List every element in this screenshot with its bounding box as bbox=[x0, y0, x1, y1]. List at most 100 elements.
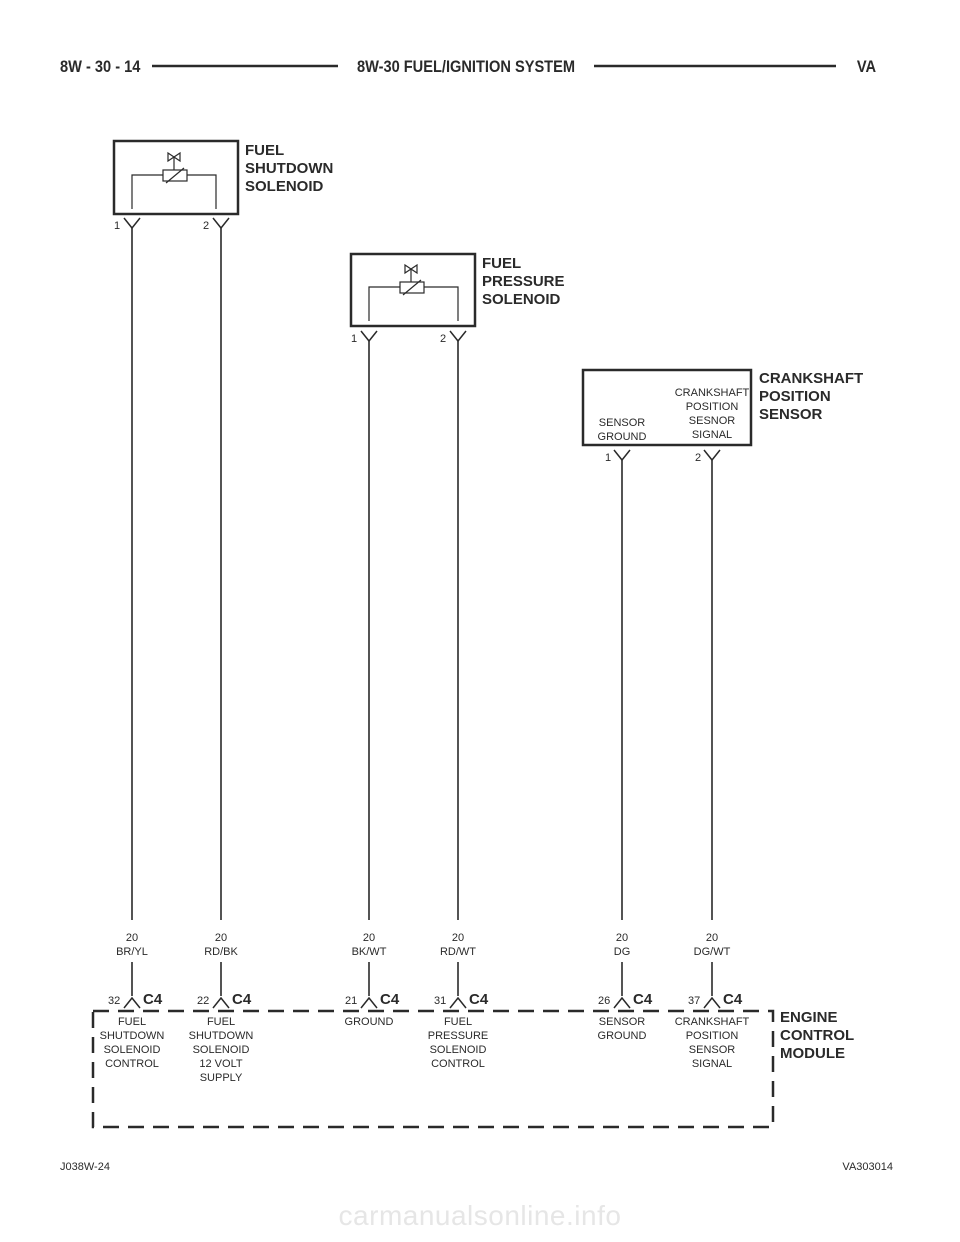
page-number: 8W - 30 - 14 bbox=[60, 58, 141, 76]
ckp-pin-1: 1 bbox=[605, 452, 611, 464]
wire-4-function-3: SOLENOID bbox=[430, 1044, 487, 1056]
wire-3-color: BK/WT bbox=[352, 946, 387, 958]
ckp-pin-2-terminal bbox=[703, 449, 721, 462]
wire-1-ecm-terminal bbox=[123, 996, 141, 1009]
wire-4-gauge: 20 bbox=[452, 932, 464, 944]
wire-6-function-1: CRANKSHAFT bbox=[675, 1016, 750, 1028]
footer-left-code: J038W-24 bbox=[60, 1161, 110, 1173]
page-footer: J038W-24 VA303014 bbox=[60, 1161, 893, 1173]
ecm-label-1: ENGINE bbox=[780, 1009, 838, 1026]
crankshaft-position-sensor-body bbox=[581, 368, 753, 447]
fps-pin-1-terminal bbox=[360, 330, 378, 343]
fss-pin-1: 1 bbox=[114, 220, 120, 232]
ckp-pin-2: 2 bbox=[695, 452, 701, 464]
engine-control-module: ENGINE CONTROL MODULE bbox=[91, 1009, 854, 1129]
watermark-text: carmanualsonline.info bbox=[338, 1200, 622, 1231]
fuel-shutdown-solenoid-body bbox=[112, 139, 240, 216]
wire-2-function-4: 12 VOLT bbox=[199, 1058, 242, 1070]
wire-1-ecm-pin: 32 bbox=[108, 995, 120, 1007]
solenoid-valve-icon bbox=[131, 151, 217, 209]
wire-circuit-3: 20 BK/WT 21 C4 GROUND bbox=[345, 932, 400, 1028]
wire-circuit-4: 20 RD/WT 31 C4 FUEL PRESSURE SOLENOID CO… bbox=[428, 932, 489, 1070]
ckp-internal-right-2: POSITION bbox=[686, 401, 739, 413]
ecm-label-3: MODULE bbox=[780, 1045, 845, 1062]
wire-1-function-1: FUEL bbox=[118, 1016, 146, 1028]
wire-4-ecm-pin: 31 bbox=[434, 995, 446, 1007]
fuel-shutdown-solenoid: FUEL SHUTDOWN SOLENOID 1 2 bbox=[112, 139, 333, 232]
fuel-pressure-solenoid: FUEL PRESSURE SOLENOID 1 2 bbox=[349, 252, 565, 345]
ecm-label-2: CONTROL bbox=[780, 1027, 854, 1044]
model-code: VA bbox=[857, 58, 877, 76]
ckp-internal-right-4: SIGNAL bbox=[692, 429, 732, 441]
wire-2-color: RD/BK bbox=[204, 946, 238, 958]
crankshaft-position-sensor-label-3: SENSOR bbox=[759, 406, 823, 423]
wire-5-ecm-pin: 26 bbox=[598, 995, 610, 1007]
ckp-internal-left-2: GROUND bbox=[598, 431, 647, 443]
wire-2-function-2: SHUTDOWN bbox=[189, 1030, 254, 1042]
wire-3-connector: C4 bbox=[380, 991, 400, 1008]
wire-4-function-2: PRESSURE bbox=[428, 1030, 489, 1042]
wire-6-gauge: 20 bbox=[706, 932, 718, 944]
crankshaft-position-sensor-label-1: CRANKSHAFT bbox=[759, 370, 863, 387]
wire-6-ecm-terminal bbox=[703, 996, 721, 1009]
fss-pin-2: 2 bbox=[203, 220, 209, 232]
wire-3-function-1: GROUND bbox=[345, 1016, 394, 1028]
wire-2-function-3: SOLENOID bbox=[193, 1044, 250, 1056]
wire-5-function-2: GROUND bbox=[598, 1030, 647, 1042]
wire-circuit-6: 20 DG/WT 37 C4 CRANKSHAFT POSITION SENSO… bbox=[675, 932, 750, 1070]
wire-2-gauge: 20 bbox=[215, 932, 227, 944]
fss-pin-1-terminal bbox=[123, 217, 141, 230]
wire-1-function-4: CONTROL bbox=[105, 1058, 159, 1070]
fps-pin-1: 1 bbox=[351, 333, 357, 345]
wire-5-connector: C4 bbox=[633, 991, 653, 1008]
wire-6-function-2: POSITION bbox=[686, 1030, 739, 1042]
wire-1-function-2: SHUTDOWN bbox=[100, 1030, 165, 1042]
fuel-shutdown-solenoid-label-2: SHUTDOWN bbox=[245, 160, 333, 177]
wire-3-gauge: 20 bbox=[363, 932, 375, 944]
crankshaft-position-sensor: SENSOR GROUND CRANKSHAFT POSITION SESNOR… bbox=[581, 368, 863, 464]
wire-circuit-5: 20 DG 26 C4 SENSOR GROUND bbox=[598, 932, 653, 1042]
wire-2-ecm-terminal bbox=[212, 996, 230, 1009]
wire-1-color: BR/YL bbox=[116, 946, 148, 958]
wire-3-ecm-terminal bbox=[360, 996, 378, 1009]
fss-pin-2-terminal bbox=[212, 217, 230, 230]
fuel-shutdown-solenoid-label-3: SOLENOID bbox=[245, 178, 324, 195]
fuel-pressure-solenoid-label-2: PRESSURE bbox=[482, 273, 565, 290]
ckp-pin-1-terminal bbox=[613, 449, 631, 462]
wire-2-ecm-pin: 22 bbox=[197, 995, 209, 1007]
wire-4-function-1: FUEL bbox=[444, 1016, 472, 1028]
ckp-internal-right-1: CRANKSHAFT bbox=[675, 387, 750, 399]
wire-5-ecm-terminal bbox=[613, 996, 631, 1009]
wire-1-function-3: SOLENOID bbox=[104, 1044, 161, 1056]
wire-runs bbox=[131, 228, 713, 920]
fps-pin-2-terminal bbox=[449, 330, 467, 343]
wire-6-function-3: SENSOR bbox=[689, 1044, 736, 1056]
wire-5-gauge: 20 bbox=[616, 932, 628, 944]
wire-5-function-1: SENSOR bbox=[599, 1016, 646, 1028]
fps-pin-2: 2 bbox=[440, 333, 446, 345]
wire-circuit-1: 20 BR/YL 32 C4 FUEL SHUTDOWN SOLENOID CO… bbox=[100, 932, 165, 1070]
footer-right-code: VA303014 bbox=[842, 1161, 893, 1173]
wire-2-connector: C4 bbox=[232, 991, 252, 1008]
wire-6-connector: C4 bbox=[723, 991, 743, 1008]
wire-4-connector: C4 bbox=[469, 991, 489, 1008]
solenoid-valve-icon bbox=[368, 263, 459, 321]
wire-6-function-4: SIGNAL bbox=[692, 1058, 732, 1070]
ecm-dashed-boundary bbox=[91, 1009, 775, 1129]
wire-4-function-4: CONTROL bbox=[431, 1058, 485, 1070]
fuel-pressure-solenoid-label-1: FUEL bbox=[482, 255, 521, 272]
wire-6-color: DG/WT bbox=[694, 946, 731, 958]
wire-circuit-2: 20 RD/BK 22 C4 FUEL SHUTDOWN SOLENOID 12… bbox=[189, 932, 254, 1084]
wire-6-ecm-pin: 37 bbox=[688, 995, 700, 1007]
crankshaft-position-sensor-label-2: POSITION bbox=[759, 388, 831, 405]
fuel-pressure-solenoid-body bbox=[349, 252, 477, 328]
wire-1-gauge: 20 bbox=[126, 932, 138, 944]
ckp-internal-left-1: SENSOR bbox=[599, 417, 646, 429]
wire-2-function-1: FUEL bbox=[207, 1016, 235, 1028]
fuel-shutdown-solenoid-label-1: FUEL bbox=[245, 142, 284, 159]
wire-2-function-5: SUPPLY bbox=[200, 1072, 243, 1084]
wire-1-connector: C4 bbox=[143, 991, 163, 1008]
ckp-internal-right-3: SESNOR bbox=[689, 415, 736, 427]
page-title: 8W-30 FUEL/IGNITION SYSTEM bbox=[357, 58, 575, 76]
